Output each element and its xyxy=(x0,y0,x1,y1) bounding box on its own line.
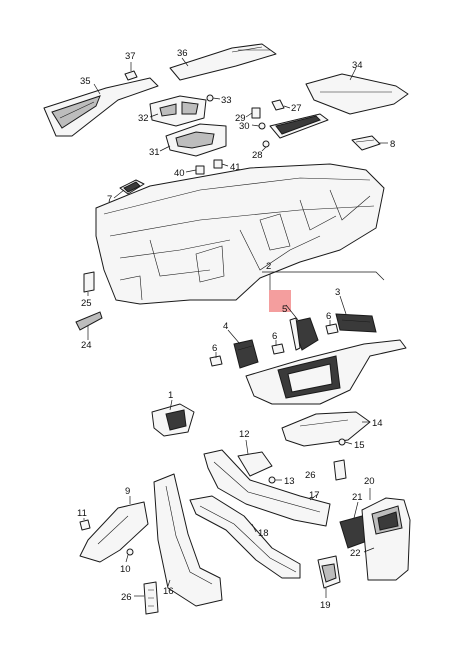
callout-18: 18 xyxy=(258,528,269,539)
part-5-vent xyxy=(289,317,319,351)
callout-37: 37 xyxy=(125,51,136,62)
part-36-cowl-panel xyxy=(169,43,277,81)
callout-13: 13 xyxy=(284,476,295,487)
callout-31: 31 xyxy=(149,147,160,158)
part-26-clip-upper xyxy=(333,459,347,481)
callout-7: 7 xyxy=(107,194,112,205)
part-16-air-duct xyxy=(153,473,223,607)
part-29-screw xyxy=(251,107,261,119)
part-1-vent-outlet xyxy=(151,403,195,437)
part-7-vent-left xyxy=(119,179,145,195)
part-26-clip-lower xyxy=(143,581,159,615)
part-37-clip xyxy=(124,70,138,81)
callout-19: 19 xyxy=(320,600,331,611)
callout-12: 12 xyxy=(239,429,250,440)
part-35-cowl-cover xyxy=(43,77,159,137)
part-17-air-duct xyxy=(203,449,331,527)
callout-8: 8 xyxy=(390,139,395,150)
part-3-vent-right xyxy=(335,313,377,333)
part-32-vent-duct xyxy=(149,95,207,127)
callout-34: 34 xyxy=(352,60,363,71)
callout-20: 20 xyxy=(364,476,375,487)
part-31-vent-housing xyxy=(165,123,227,157)
dashboard-carrier xyxy=(95,163,385,305)
part-8-speaker-grille xyxy=(351,135,381,151)
part-33-clip xyxy=(206,94,214,102)
callout-22: 22 xyxy=(350,548,361,559)
callout-16: 16 xyxy=(163,586,174,597)
callout-15: 15 xyxy=(354,440,365,451)
part-13-screw xyxy=(268,476,276,484)
callout-4: 4 xyxy=(223,321,228,332)
callout-29: 29 xyxy=(235,113,246,124)
callout-27: 27 xyxy=(291,103,302,114)
part-12-duct xyxy=(237,451,273,477)
callout-26-upper: 26 xyxy=(305,470,316,481)
callout-11: 11 xyxy=(77,508,87,519)
part-19-pedal-bracket xyxy=(317,555,341,589)
callout-5: 5 xyxy=(282,304,287,315)
callout-24: 24 xyxy=(81,340,92,351)
callout-30: 30 xyxy=(239,121,250,132)
callout-6-left: 6 xyxy=(212,343,217,354)
callout-14: 14 xyxy=(372,418,383,429)
callout-36: 36 xyxy=(177,48,188,59)
callout-3: 3 xyxy=(335,287,340,298)
part-25-bracket xyxy=(83,271,95,293)
part-28-clip xyxy=(262,140,270,148)
part-34-trim-panel xyxy=(305,73,409,115)
callout-21: 21 xyxy=(352,492,363,503)
part-40-41-clips xyxy=(195,159,223,175)
callout-10: 10 xyxy=(120,564,131,575)
part-30-washer xyxy=(258,122,266,130)
callout-26-lower: 26 xyxy=(121,592,132,603)
part-6-clips xyxy=(209,323,339,367)
callout-40: 40 xyxy=(174,168,185,179)
callout-1: 1 xyxy=(168,390,173,401)
part-18-air-duct xyxy=(189,495,301,579)
callout-9: 9 xyxy=(125,486,130,497)
part-27-grille xyxy=(269,99,329,139)
center-trim-bezel xyxy=(245,339,407,405)
part-10-clip xyxy=(126,548,134,556)
part-11-clip xyxy=(79,519,91,531)
callout-6-right: 6 xyxy=(326,311,331,322)
part-24-clip xyxy=(75,311,103,331)
callout-17: 17 xyxy=(309,490,320,501)
callout-32: 32 xyxy=(138,113,149,124)
part-4-vent-left xyxy=(233,339,259,369)
callout-35: 35 xyxy=(80,76,91,87)
part-14-shelf xyxy=(281,411,371,447)
part-9-duct-left xyxy=(79,501,149,563)
leader-lines xyxy=(83,57,388,598)
callout-28: 28 xyxy=(252,150,263,161)
part-15-clip xyxy=(338,438,346,446)
callout-33: 33 xyxy=(221,95,232,106)
part-20-console-panel xyxy=(361,497,411,581)
callout-6-middle: 6 xyxy=(272,331,277,342)
callout-25: 25 xyxy=(81,298,92,309)
callout-labels: 37 36 35 34 33 32 31 29 30 27 28 8 40 41… xyxy=(77,48,395,611)
callout-41: 41 xyxy=(230,162,241,173)
group-2-bracket-lines xyxy=(262,271,385,290)
callout-2: 2 xyxy=(266,261,271,272)
highlight-marker xyxy=(269,290,291,312)
